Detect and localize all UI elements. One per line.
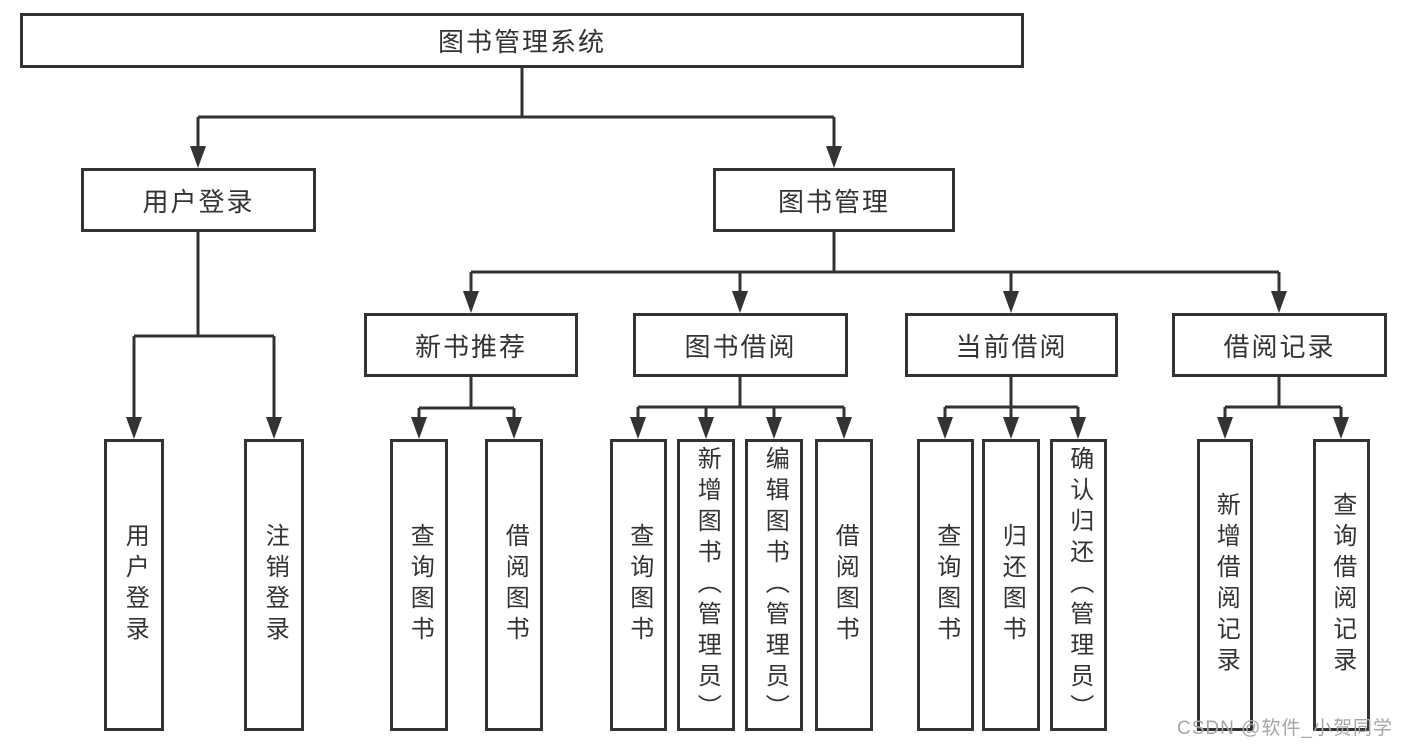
leaf-label: 借阅图书 [501,523,529,647]
arrow-down-icon [836,417,852,439]
node-book-borrowing: 图书借阅 [633,313,848,377]
leaf-label: 新增借阅记录 [1212,492,1240,678]
leaf-label: 查询图书 [406,523,434,647]
arrow-down-icon [630,417,646,439]
node-label: 新书推荐 [414,331,527,362]
leaf-edit-book-admin: 编辑图书（管理员） [745,439,803,731]
leaf-label: 归还图书 [998,523,1026,647]
arrow-down-icon [1003,291,1019,313]
node-label: 图书借阅 [684,331,797,362]
arrow-down-icon [190,146,206,168]
leaf-return-book: 归还图书 [982,439,1040,731]
arrow-down-icon [732,291,748,313]
arrow-down-icon [1271,291,1287,313]
leaf-user-login: 用户登录 [104,439,164,731]
leaf-label: 查询借阅记录 [1328,492,1356,678]
node-book-management: 图书管理 [713,168,955,232]
leaf-query-books-recommend: 查询图书 [390,439,448,731]
leaf-borrow-books-recommend: 借阅图书 [485,439,543,731]
arrow-down-icon [698,417,714,439]
arrow-down-icon [937,417,953,439]
arrow-down-icon [1003,417,1019,439]
leaf-query-books-borrowing: 查询图书 [610,439,667,731]
connector-segments [132,68,1343,421]
arrow-down-icon [506,417,522,439]
leaf-label: 编辑图书（管理员） [761,445,789,725]
leaf-confirm-return-admin: 确认归还（管理员） [1050,439,1107,731]
arrow-down-icon [411,417,427,439]
node-label: 用户登录 [142,186,255,217]
node-new-book-recommendation: 新书推荐 [364,313,578,377]
leaf-add-borrow-record: 新增借阅记录 [1197,439,1253,731]
watermark: CSDN @软件_小贺同学 [1177,718,1393,739]
arrow-down-icon [463,291,479,313]
arrow-down-icon [826,146,842,168]
leaf-query-books-current: 查询图书 [917,439,974,731]
leaf-borrow-books: 借阅图书 [815,439,873,731]
leaf-label: 查询图书 [625,523,653,647]
node-borrowing-records: 借阅记录 [1172,313,1387,377]
arrow-down-icon [1217,417,1233,439]
arrowheads [126,146,1349,439]
arrow-down-icon [1333,417,1349,439]
node-user-login: 用户登录 [81,168,316,232]
leaf-label: 查询图书 [932,523,960,647]
leaf-label: 新增图书（管理员） [693,445,721,725]
arrow-down-icon [1070,417,1086,439]
leaf-label: 借阅图书 [831,523,859,647]
node-label: 图书管理 [777,186,890,217]
node-current-borrowing: 当前借阅 [905,313,1118,377]
leaf-label: 确认归还（管理员） [1065,445,1093,725]
arrow-down-icon [126,417,142,439]
leaf-label: 用户登录 [121,523,149,647]
leaf-query-borrow-record: 查询借阅记录 [1313,439,1370,731]
node-label: 图书管理系统 [437,27,606,57]
leaf-label: 注销登录 [261,523,289,647]
leaf-logout: 注销登录 [244,439,304,731]
arrow-down-icon [266,417,282,439]
node-label: 借阅记录 [1223,331,1336,362]
leaf-add-book-admin: 新增图书（管理员） [677,439,735,731]
node-library-management-system: 图书管理系统 [20,13,1024,68]
node-label: 当前借阅 [955,331,1068,362]
arrow-down-icon [766,417,782,439]
